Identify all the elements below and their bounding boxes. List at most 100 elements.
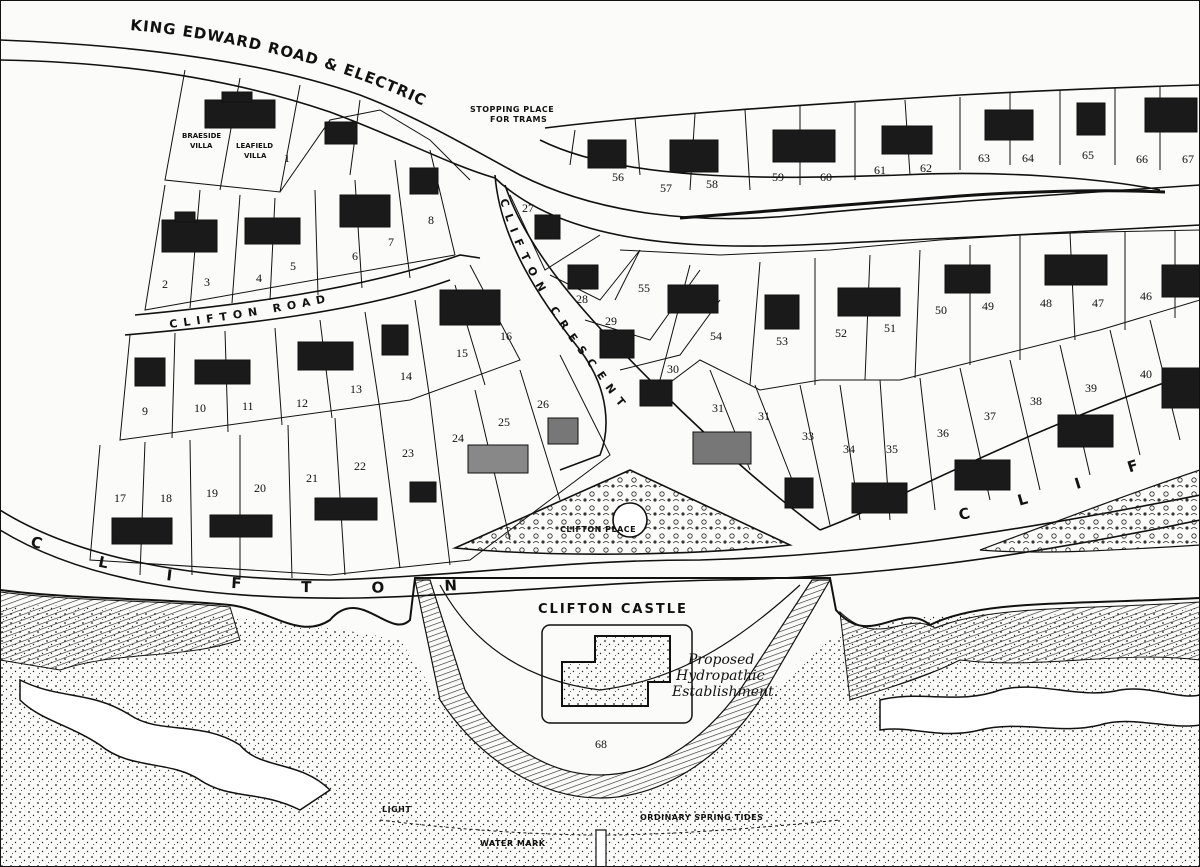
label-clifton-castle: CLIFTON CASTLE	[538, 602, 688, 617]
plot-numbers: 1 2 3 4 5 6 7 8 9 10 11 12 13 14 15 16 1…	[114, 148, 1194, 505]
plot-3: 3	[204, 275, 210, 289]
cliff-hatch-right	[839, 601, 1200, 701]
clifton-drive-north	[0, 494, 1200, 581]
plot-64: 64	[1022, 151, 1034, 165]
plot-51: 51	[884, 321, 896, 335]
clifton-road-south	[124, 279, 451, 336]
clifton-place: CLIFTON PLACE	[451, 469, 793, 555]
plot-35: 35	[886, 442, 898, 456]
plot-34: 34	[843, 442, 855, 456]
clifton-crescent-label: CLIFTON CRESCENT	[497, 197, 633, 415]
plot-67: 67	[1182, 152, 1194, 166]
plot-21: 21	[306, 471, 318, 485]
plot-59: 59	[772, 170, 784, 184]
plot-48: 48	[1040, 296, 1052, 310]
houses	[111, 91, 1200, 545]
plot-17: 17	[114, 491, 126, 505]
tram-line	[679, 189, 1166, 220]
plot-57: 57	[660, 181, 672, 195]
clifton-drive-south	[0, 519, 1200, 599]
braeside-2: VILLA	[190, 142, 213, 150]
coastline: LIGHT WATER MARK ORDINARY SPRING TIDES	[0, 577, 1200, 867]
label-spring-tides: ORDINARY SPRING TIDES	[640, 813, 763, 822]
label-hydro-1: Proposed	[687, 652, 754, 668]
plot-29: 29	[605, 314, 617, 328]
plot-37: 37	[984, 409, 996, 423]
king-edward-road-north-edge	[0, 39, 1200, 220]
rocks-left	[19, 678, 332, 811]
clifton-drive-label: CLIFTON	[29, 533, 518, 597]
plot-52: 52	[835, 326, 847, 340]
plot-25: 25	[498, 415, 510, 429]
garden-east	[979, 469, 1200, 553]
stopping-place-2: FOR TRAMS	[490, 115, 547, 124]
plot-24: 24	[452, 431, 464, 445]
label-light: LIGHT	[382, 805, 411, 814]
plot-54: 54	[710, 329, 722, 343]
plot-7: 7	[388, 235, 394, 249]
plot-1: 1	[284, 151, 290, 165]
tram-spur	[539, 139, 1161, 191]
headland-hatch	[414, 579, 832, 799]
plot-30: 30	[667, 362, 679, 376]
plot-40: 40	[1140, 367, 1152, 381]
plot-36: 36	[937, 426, 949, 440]
plot-14: 14	[400, 369, 412, 383]
plot-18: 18	[160, 491, 172, 505]
plot-22: 22	[354, 459, 366, 473]
plot-60: 60	[820, 170, 832, 184]
plot-38: 38	[1030, 394, 1042, 408]
plot-31b: 31	[758, 409, 770, 423]
leafield-2: VILLA	[244, 152, 267, 160]
plot-56: 56	[612, 170, 624, 184]
clifton-road-label: CLIFTON ROAD	[169, 291, 333, 331]
plot-26: 26	[537, 397, 549, 411]
label-clifton-place: CLIFTON PLACE	[560, 525, 636, 534]
clifton-place-roundel	[612, 502, 648, 538]
plot-15: 15	[456, 346, 468, 360]
plot-5: 5	[290, 259, 296, 273]
upper-block-boundary	[544, 84, 1200, 129]
plot-65: 65	[1082, 148, 1094, 162]
plot-8: 8	[428, 213, 434, 227]
plot-6: 6	[352, 249, 358, 263]
castle-enclosure	[541, 624, 693, 724]
plot-63: 63	[978, 151, 990, 165]
plot-61: 61	[874, 163, 886, 177]
king-edward-road-south-edge	[0, 59, 1200, 247]
plot-lines	[89, 69, 1200, 579]
plot-47: 47	[1092, 296, 1104, 310]
braeside-1: BRAESIDE	[182, 132, 221, 140]
plot-58: 58	[706, 177, 718, 191]
plot-4: 4	[256, 271, 262, 285]
clifton-road-north	[134, 254, 481, 316]
plot-13: 13	[350, 382, 362, 396]
plot-50: 50	[935, 303, 947, 317]
plot-66: 66	[1136, 152, 1148, 166]
clifton-castle-grounds: CLIFTON CASTLE Proposed Hydropathic Esta…	[439, 584, 801, 751]
king-edward-road-label: KING EDWARD ROAD & ELECTRIC	[130, 16, 430, 110]
plot-27: 27	[522, 201, 534, 215]
label-hydro-2: Hydropathic	[675, 668, 765, 684]
plot-16: 16	[500, 329, 512, 343]
plot-53: 53	[776, 334, 788, 348]
label-water-mark: WATER MARK	[480, 839, 546, 848]
plot-55: 55	[638, 281, 650, 295]
clifton-crescent-west	[494, 174, 607, 471]
cliff-edge	[0, 577, 1200, 628]
plot-33: 33	[802, 429, 814, 443]
plot-68: 68	[595, 737, 607, 751]
plot-10: 10	[194, 401, 206, 415]
plot-31: 31	[712, 401, 724, 415]
plot-28: 28	[576, 292, 588, 306]
pier	[595, 829, 607, 867]
label-hydro-3: Establishment.	[671, 684, 778, 700]
plot-49: 49	[982, 299, 994, 313]
stopping-place-1: STOPPING PLACE	[470, 105, 554, 114]
rocks-right	[879, 686, 1200, 735]
plot-39: 39	[1085, 381, 1097, 395]
castle-building	[561, 635, 671, 707]
plot-2: 2	[162, 277, 168, 291]
plot-9: 9	[142, 404, 148, 418]
